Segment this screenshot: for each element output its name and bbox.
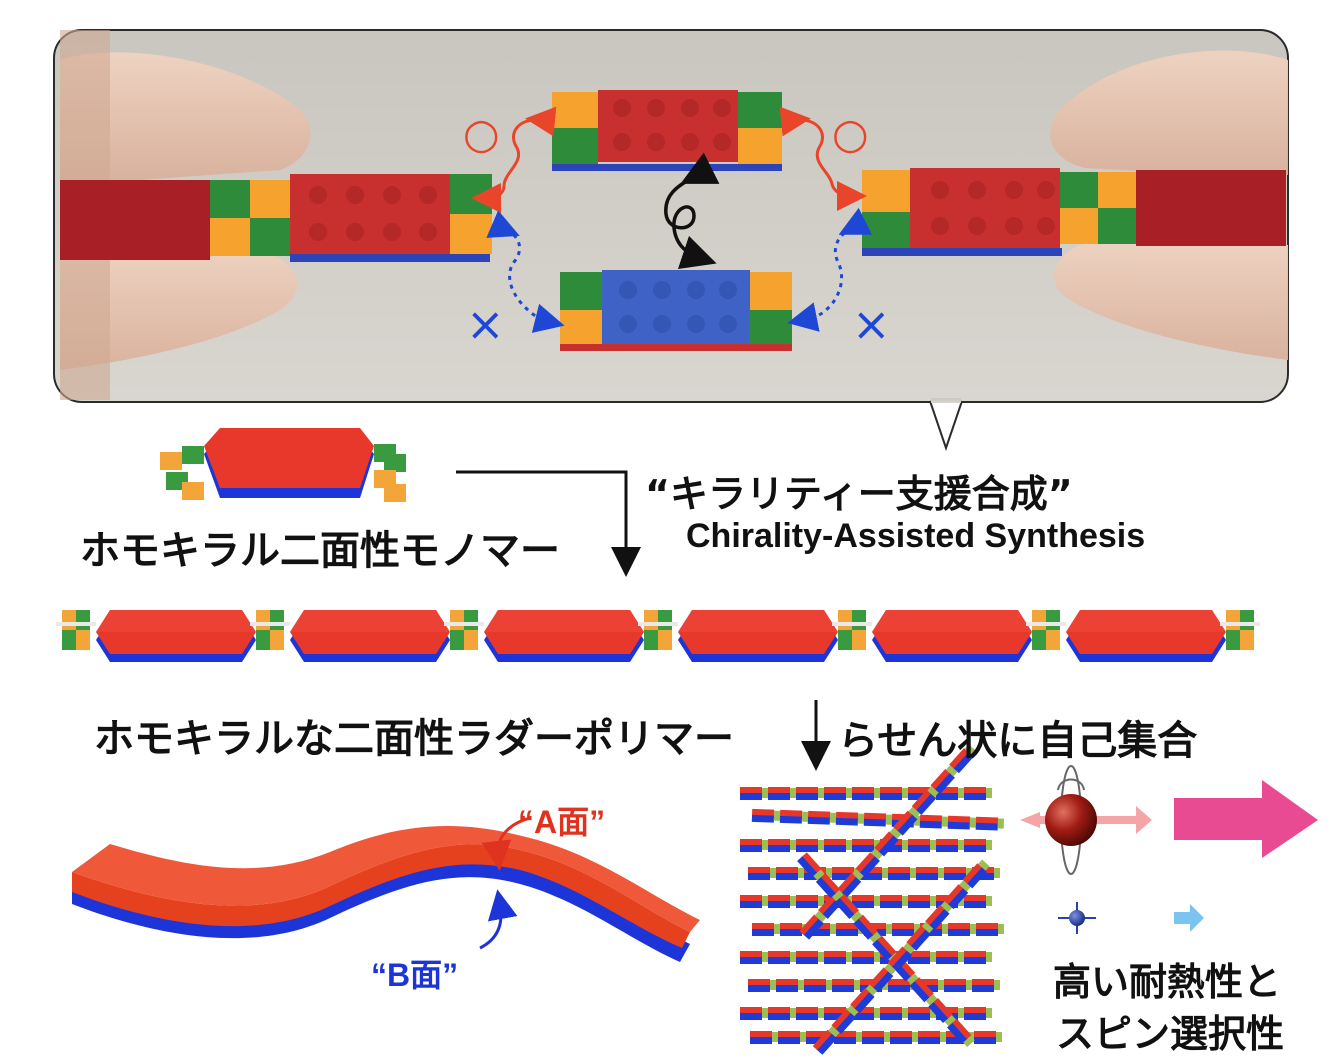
small-spin-icon (1058, 902, 1096, 934)
synthesis-title-en: Chirality-Assisted Synthesis (686, 517, 1146, 555)
right-hand-icon (1050, 50, 1288, 360)
allowed-mark-right: ○ (832, 109, 869, 158)
electron-spin-icon (1020, 765, 1152, 875)
ladder-polymer (56, 610, 1260, 662)
face-a-label: “A面” (518, 804, 606, 840)
allowed-mark-left: ○ (463, 109, 500, 158)
face-b-label: “B面” (371, 957, 459, 993)
rotate-loop-icon (664, 152, 720, 270)
helix-assembly-label: らせん状に自己集合 (838, 718, 1198, 764)
property-label-line1: 高い耐熱性と (1053, 960, 1282, 1004)
monomer-3d-icon (160, 428, 406, 502)
photo-panel: ○ ○ × × (53, 29, 1289, 452)
small-arrow-right-icon (1174, 904, 1204, 932)
left-lego-chain (60, 174, 492, 262)
allowed-arrow-right (779, 106, 867, 211)
face-a-arrow-icon (481, 816, 531, 871)
property-label-line2: スピン選択性 (1056, 1012, 1285, 1056)
synthesis-title-jp: “キラリティー支援合成” (645, 472, 1073, 516)
right-lego-chain (862, 168, 1286, 256)
helix-assembly (740, 744, 1004, 1055)
red-monomer-brick (552, 90, 782, 171)
arrow-right-icon (1174, 780, 1318, 858)
monomer-label: ホモキラル二面性モノマー (80, 528, 560, 574)
forbidden-mark-right: × (852, 297, 891, 351)
allowed-arrow-left (471, 106, 557, 213)
face-b-arrow-icon (479, 889, 518, 950)
polymer-label: ホモキラルな二面性ラダーポリマー (94, 716, 734, 762)
forbidden-mark-left: × (466, 297, 505, 351)
forbidden-arrow-left (486, 210, 565, 333)
synthesis-arrow-icon (456, 470, 641, 577)
two-faced-ribbon (72, 826, 700, 962)
blue-monomer-brick (560, 270, 792, 351)
